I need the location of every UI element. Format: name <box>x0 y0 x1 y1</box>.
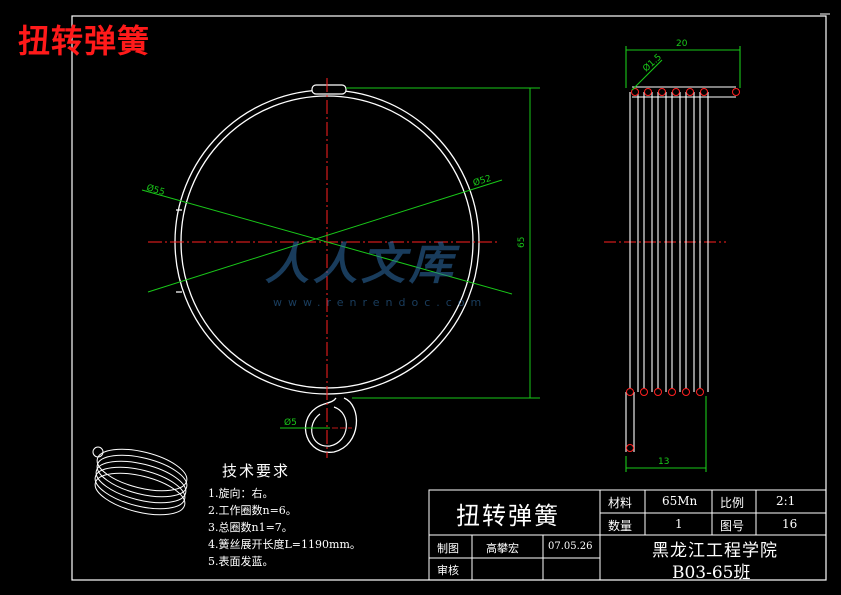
front-view <box>141 78 540 458</box>
watermark-logo: 人人文库 <box>265 239 457 290</box>
coil-group <box>625 86 736 452</box>
top-arm <box>632 86 736 98</box>
dim-text-5: Ø5 <box>284 417 297 428</box>
spring-side-gap <box>176 209 182 293</box>
dim-15-leader <box>631 59 663 91</box>
tb-drawn-label: 制图 <box>437 542 459 555</box>
spring-3d-sketch <box>92 446 188 516</box>
technical-requirements: 技术要求 1.旋向：右。 2.工作圈数n=6。 3.总圈数n1=7。 4.簧丝展… <box>208 460 361 570</box>
tech-item: 1.旋向：右。 <box>208 487 274 500</box>
tb-review-label: 审核 <box>437 564 459 577</box>
tb-drawn-by: 高攀宏 <box>486 542 519 555</box>
coil-1 <box>629 92 639 392</box>
spring-hook-inner <box>311 406 347 447</box>
dim-text-13: 13 <box>658 457 669 467</box>
page-title: 扭转弹簧 <box>18 22 151 60</box>
tb-material-value: 65Mn <box>662 494 698 508</box>
tb-school: 黑龙江工程学院 <box>652 541 778 561</box>
bottom-arm <box>625 392 635 452</box>
dim-line-55 <box>141 189 513 295</box>
tb-part-name: 扭转弹簧 <box>456 502 560 530</box>
dim-text-52: Ø52 <box>472 173 493 189</box>
tech-item: 4.簧丝展开长度L=1190mm。 <box>208 538 361 551</box>
coil-3 <box>657 92 667 392</box>
tech-heading: 技术要求 <box>222 462 291 480</box>
tb-quantity-value: 1 <box>675 517 683 531</box>
tech-item: 3.总圈数n1=7。 <box>208 521 293 534</box>
coil-4 <box>671 92 681 392</box>
coil-6 <box>699 92 709 392</box>
dim-text-20: 20 <box>676 39 688 49</box>
side-view <box>604 46 741 472</box>
dim-text-15: Ø1.5 <box>641 52 664 74</box>
tech-item: 2.工作圈数n=6。 <box>208 504 297 517</box>
dim-line-52 <box>147 179 503 293</box>
watermark-url: www.renrendoc.com <box>273 296 488 309</box>
title-block <box>428 489 827 581</box>
watermark: 人人文库 www.renrendoc.com <box>265 228 487 309</box>
coil-section-marks <box>626 88 740 452</box>
coil-2 <box>643 92 653 392</box>
tb-drawing-no-label: 图号 <box>720 519 745 533</box>
dim-text-65: 65 <box>517 237 527 248</box>
spring-hook-eye <box>304 397 357 453</box>
tb-drawing-no-value: 16 <box>782 517 798 531</box>
tech-item: 5.表面发蓝。 <box>208 555 274 568</box>
coil-5 <box>685 92 695 392</box>
spring-top-end <box>311 84 347 95</box>
tb-scale-value: 2:1 <box>776 494 796 508</box>
tb-class: B03-65班 <box>672 563 751 583</box>
tb-quantity-label: 数量 <box>608 519 633 533</box>
tb-date: 07.05.26 <box>548 541 593 552</box>
dim-text-55: Ø55 <box>145 182 166 198</box>
tb-scale-label: 比例 <box>720 496 745 510</box>
tb-material-label: 材料 <box>608 496 633 510</box>
